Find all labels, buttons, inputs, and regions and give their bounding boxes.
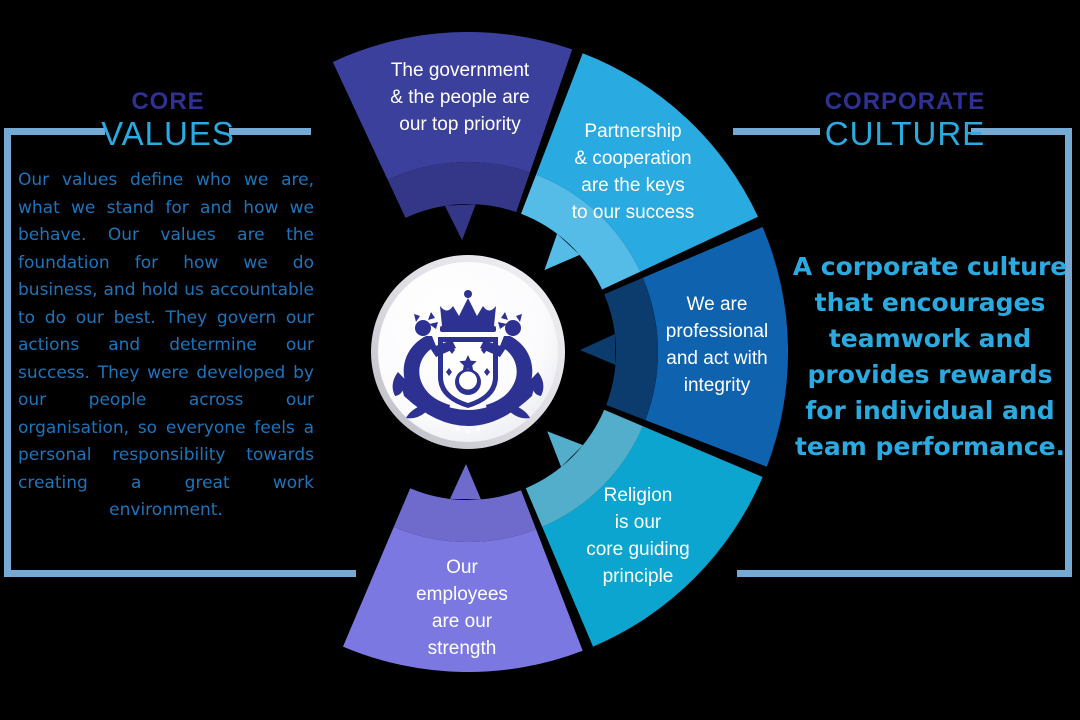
corporate-culture-title-bottom: CULTURE — [824, 115, 986, 152]
star-icon — [459, 355, 477, 372]
wedge-government-band — [387, 162, 530, 218]
wedge-partnership-band — [521, 174, 641, 290]
core-values-title-top: CORE — [131, 88, 205, 115]
wedge-partnership — [521, 53, 758, 290]
wedge-government — [332, 31, 573, 241]
wedge-religion-arrow-icon — [547, 431, 583, 467]
corporate-culture-title: CORPORATE CULTURE — [745, 90, 1065, 154]
ribbon-icon — [392, 372, 544, 433]
wedge-partnership-sector — [536, 53, 758, 272]
wedge-government-label: The government & the people are our top … — [390, 60, 530, 135]
frame-line-left-top-a — [4, 128, 105, 135]
frame-line-left-vertical — [4, 128, 11, 577]
wedge-government-arrow-icon — [444, 204, 476, 241]
wedge-professional-band — [604, 277, 659, 421]
wedge-professional-sector — [642, 227, 789, 467]
frame-brackets — [4, 128, 1072, 577]
frame-line-left-bottom — [4, 570, 356, 577]
wedge-partnership-label: Partnership & cooperation are the keys t… — [571, 121, 695, 223]
wedge-religion-label: Religion is our core guiding principle — [586, 485, 690, 587]
corporate-culture-title-top: CORPORATE — [824, 88, 986, 115]
core-values-title-bottom: VALUES — [101, 115, 235, 152]
johor-crest-icon — [392, 290, 544, 433]
core-values-paragraph: Our values define who we are, what we st… — [18, 170, 314, 520]
wedge-professional-label: We are professional and act with integri… — [665, 294, 769, 396]
crown-icon — [440, 298, 496, 326]
frame-line-right-vertical — [1065, 128, 1072, 577]
wedge-religion-sector — [542, 426, 763, 647]
wedge-religion — [525, 409, 763, 647]
wedge-employees-sector — [343, 526, 583, 673]
frame-line-left-top-b — [229, 128, 311, 135]
wedge-employees-label: Our employees are our strength — [416, 557, 508, 659]
wedge-partnership-arrow-icon — [544, 233, 580, 271]
wedge-religion-band — [525, 409, 643, 527]
wedge-employees-band — [393, 488, 537, 543]
wedge-professional-arrow-icon — [580, 334, 616, 365]
wedge-government-sector — [332, 31, 573, 180]
frame-line-right-top-b — [971, 128, 1072, 135]
wedge-professional — [580, 227, 789, 467]
frame-line-right-top-a — [733, 128, 820, 135]
wedge-employees-arrow-icon — [450, 464, 481, 500]
corporate-culture-paragraph: A corporate culture that encourages team… — [792, 252, 1068, 461]
wedge-employees — [343, 464, 583, 673]
frame-line-right-bottom — [737, 570, 1072, 577]
core-values-title: CORE VALUES — [8, 90, 328, 154]
